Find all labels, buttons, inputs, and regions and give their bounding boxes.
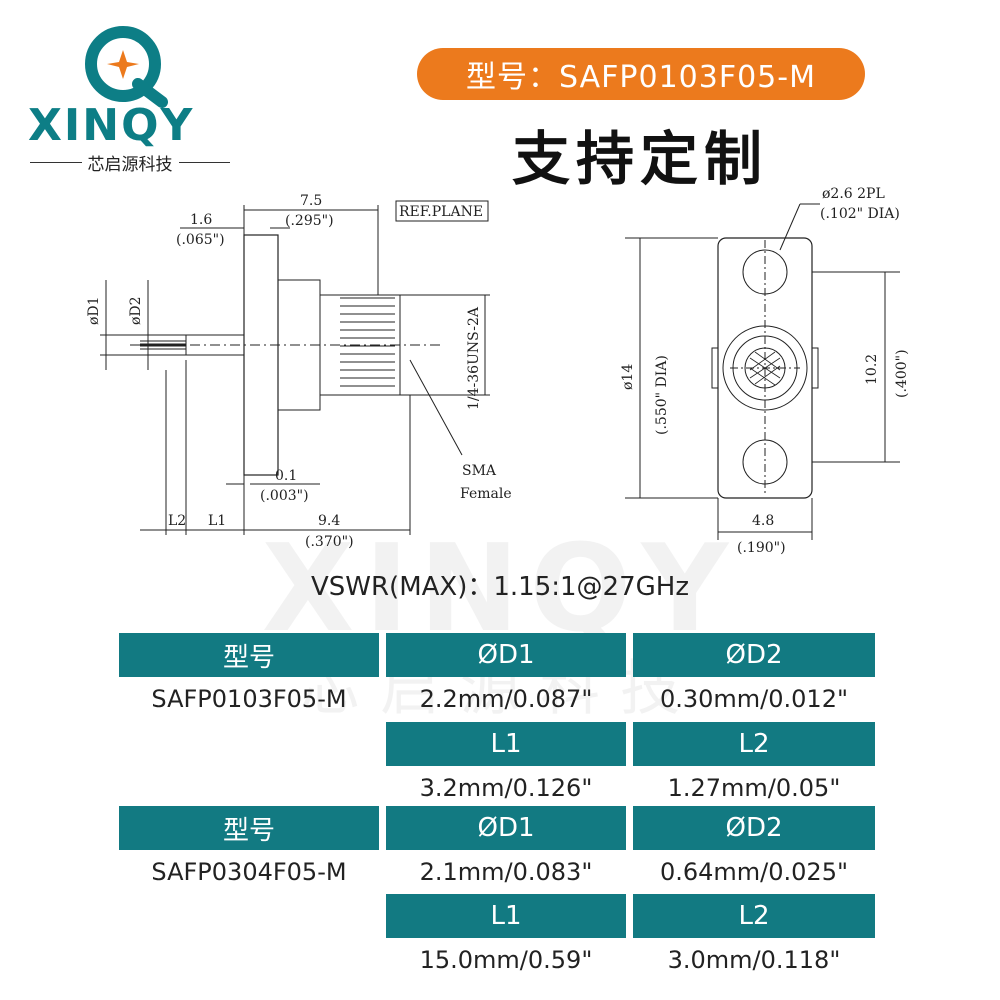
table2-d2-value: 0.64mm/0.025" — [659, 858, 849, 886]
dim-7-5-in: (.295") — [285, 213, 334, 229]
sma-label: SMA — [462, 463, 497, 479]
dim-1-6-in: (.065") — [176, 232, 225, 248]
dim-9-4: 9.4 — [318, 513, 340, 529]
table1-header-d2: ØD2 — [633, 633, 875, 677]
table2-d1-value: 2.1mm/0.083" — [419, 858, 593, 886]
table1-model: SAFP0103F05-M — [151, 685, 347, 713]
table2-l2-value: 3.0mm/0.118" — [667, 946, 841, 974]
table2-header-d2: ØD2 — [633, 806, 875, 850]
l2-label: L2 — [168, 513, 186, 529]
hole-label: ø2.6 2PL — [822, 186, 885, 202]
hole-in-label: (.102" DIA) — [820, 206, 900, 222]
table1-l1-value: 3.2mm/0.126" — [419, 774, 593, 802]
table1-header-d1: ØD1 — [386, 633, 626, 677]
technical-drawing: 7.5 (.295") 1.6 (.065") REF.PLANE øD1 øD… — [86, 186, 910, 556]
brand-subtitle: 芯启源科技 — [30, 150, 230, 175]
table1-d1-value: 2.2mm/0.087" — [419, 685, 593, 713]
dim-9-4-in: (.370") — [305, 534, 354, 550]
side-view-drawing — [100, 200, 490, 535]
table1-header-model: 型号 — [119, 633, 379, 677]
table1-l2-value: 1.27mm/0.05" — [667, 774, 841, 802]
brand-logo-icon — [85, 26, 168, 108]
table1-d2-value: 0.30mm/0.012" — [659, 685, 849, 713]
table1-header-l1: L1 — [386, 722, 626, 766]
dim-10-2: 10.2 — [864, 354, 880, 385]
table2-header-d1: ØD1 — [386, 806, 626, 850]
table1-header-l2: L2 — [633, 722, 875, 766]
front-view-drawing — [625, 203, 900, 540]
brand-name: XINQY — [28, 100, 195, 151]
dim-10-2-in: (.400") — [894, 349, 910, 398]
dia14-label: ø14 — [620, 364, 636, 390]
customization-heading: 支持定制 — [511, 125, 768, 193]
dim-4-8-in: (.190") — [737, 540, 786, 556]
female-label: Female — [460, 486, 512, 502]
table2-model: SAFP0304F05-M — [151, 858, 347, 886]
l1-label: L1 — [208, 513, 226, 529]
ref-plane-label: REF.PLANE — [399, 204, 483, 220]
table2-header-model: 型号 — [119, 806, 379, 850]
d2-label: øD2 — [128, 296, 144, 325]
dim-7-5: 7.5 — [300, 193, 322, 209]
dim-0-1: 0.1 — [275, 468, 297, 484]
dim-1-6: 1.6 — [190, 212, 212, 228]
table2-l1-value: 15.0mm/0.59" — [419, 946, 593, 974]
dia14-in-label: (.550" DIA) — [654, 355, 670, 435]
dim-4-8: 4.8 — [752, 513, 774, 529]
table2-header-l1: L1 — [386, 894, 626, 938]
table2-header-l2: L2 — [633, 894, 875, 938]
thread-label: 1/4-36UNS-2A — [466, 306, 482, 410]
dim-0-1-in: (.003") — [260, 488, 309, 504]
d1-label: øD1 — [86, 296, 102, 325]
vswr-spec: VSWR(MAX)：1.15:1@27GHz — [310, 572, 689, 602]
model-title-pill: 型号：SAFP0103F05-M — [417, 48, 865, 100]
